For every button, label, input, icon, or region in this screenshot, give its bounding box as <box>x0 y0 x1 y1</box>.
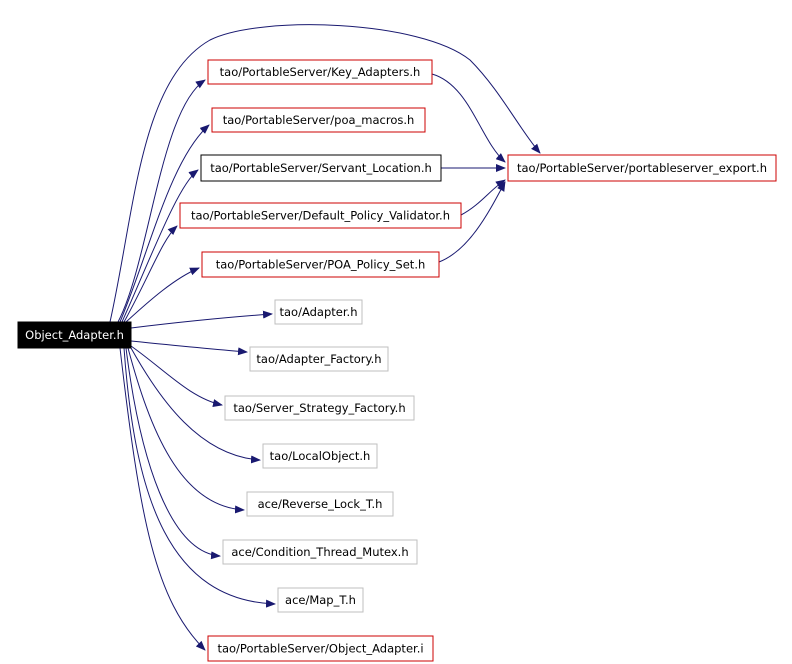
node-server_strategy_factory[interactable]: tao/Server_Strategy_Factory.h <box>224 395 415 421</box>
edge-root-to-poa_policy_set <box>125 267 200 323</box>
node-reverse_lock[interactable]: ace/Reverse_Lock_T.h <box>246 491 394 517</box>
node-label-root: Object_Adapter.h <box>25 328 124 342</box>
edges-layer <box>109 24 541 651</box>
edge-root-to-adapter_factory <box>130 340 248 356</box>
edge-root-to-adapter <box>130 310 273 329</box>
node-label-poa_macros: tao/PortableServer/poa_macros.h <box>223 113 415 127</box>
edge-root-to-condition_thread_mutex <box>125 347 221 560</box>
node-label-reverse_lock: ace/Reverse_Lock_T.h <box>258 497 383 511</box>
node-portableserver_export[interactable]: tao/PortableServer/portableserver_export… <box>507 154 777 182</box>
node-key_adapters[interactable]: tao/PortableServer/Key_Adapters.h <box>207 59 433 85</box>
edge-root-to-key_adapters <box>117 79 206 323</box>
node-map_t[interactable]: ace/Map_T.h <box>277 587 364 613</box>
node-label-default_policy_validator: tao/PortableServer/Default_Policy_Valida… <box>191 209 450 223</box>
node-label-condition_thread_mutex: ace/Condition_Thread_Mutex.h <box>231 545 408 559</box>
edge-root-to-reverse_lock <box>127 347 245 514</box>
node-box-default_policy_validator <box>179 202 462 229</box>
node-root: Object_Adapter.h <box>17 321 132 349</box>
node-label-portableserver_export: tao/PortableServer/portableserver_export… <box>517 161 767 175</box>
node-box-portableserver_export <box>507 154 777 182</box>
edge-root-to-local_object <box>130 347 261 464</box>
node-adapter_factory[interactable]: tao/Adapter_Factory.h <box>249 346 389 372</box>
node-label-adapter_factory: tao/Adapter_Factory.h <box>256 352 381 366</box>
node-box-poa_macros <box>211 107 426 133</box>
node-box-poa_policy_set <box>201 251 440 278</box>
node-box-root <box>17 321 132 349</box>
edge-root-to-map_t <box>123 347 276 608</box>
node-label-servant_location: tao/PortableServer/Servant_Location.h <box>210 161 432 175</box>
node-box-key_adapters <box>207 59 433 85</box>
node-object_adapter_i[interactable]: tao/PortableServer/Object_Adapter.i <box>207 635 434 662</box>
edge-key_adapters-to-portableserver_export <box>431 73 506 163</box>
node-label-adapter: tao/Adapter.h <box>280 305 358 319</box>
edge-poa_policy_set-to-portableserver_export <box>438 181 506 263</box>
node-box-server_strategy_factory <box>224 395 415 421</box>
node-condition_thread_mutex[interactable]: ace/Condition_Thread_Mutex.h <box>222 539 418 565</box>
node-label-map_t: ace/Map_T.h <box>285 593 356 607</box>
edge-root-to-object_adapter_i <box>119 347 206 651</box>
node-label-local_object: tao/LocalObject.h <box>270 449 371 463</box>
node-poa_macros[interactable]: tao/PortableServer/poa_macros.h <box>211 107 426 133</box>
node-adapter[interactable]: tao/Adapter.h <box>274 299 363 325</box>
node-label-object_adapter_i: tao/PortableServer/Object_Adapter.i <box>217 642 423 656</box>
node-label-server_strategy_factory: tao/Server_Strategy_Factory.h <box>233 401 405 415</box>
node-box-adapter_factory <box>249 346 389 372</box>
nodes-layer: Object_Adapter.h tao/PortableServer/Key_A… <box>17 59 777 662</box>
node-poa_policy_set[interactable]: tao/PortableServer/POA_Policy_Set.h <box>201 251 440 278</box>
node-local_object[interactable]: tao/LocalObject.h <box>262 443 378 469</box>
edge-root-to-default_policy_validator <box>123 225 178 323</box>
node-label-key_adapters: tao/PortableServer/Key_Adapters.h <box>220 65 421 79</box>
edge-root-to-server_strategy_factory <box>130 345 223 407</box>
edge-default_policy_validator-to-portableserver_export <box>460 179 506 216</box>
edge-root-to-poa_macros <box>119 124 210 323</box>
node-box-condition_thread_mutex <box>222 539 418 565</box>
node-label-poa_policy_set: tao/PortableServer/POA_Policy_Set.h <box>216 258 426 272</box>
edge-root-to-servant_location <box>121 169 199 323</box>
node-box-adapter <box>274 299 363 325</box>
node-box-local_object <box>262 443 378 469</box>
node-box-object_adapter_i <box>207 635 434 662</box>
node-default_policy_validator[interactable]: tao/PortableServer/Default_Policy_Valida… <box>179 202 462 229</box>
node-servant_location[interactable]: tao/PortableServer/Servant_Location.h <box>200 154 442 182</box>
node-box-map_t <box>277 587 364 613</box>
edge-root-to-portableserver_export <box>109 24 541 323</box>
node-box-servant_location <box>200 154 442 182</box>
node-box-reverse_lock <box>246 491 394 517</box>
